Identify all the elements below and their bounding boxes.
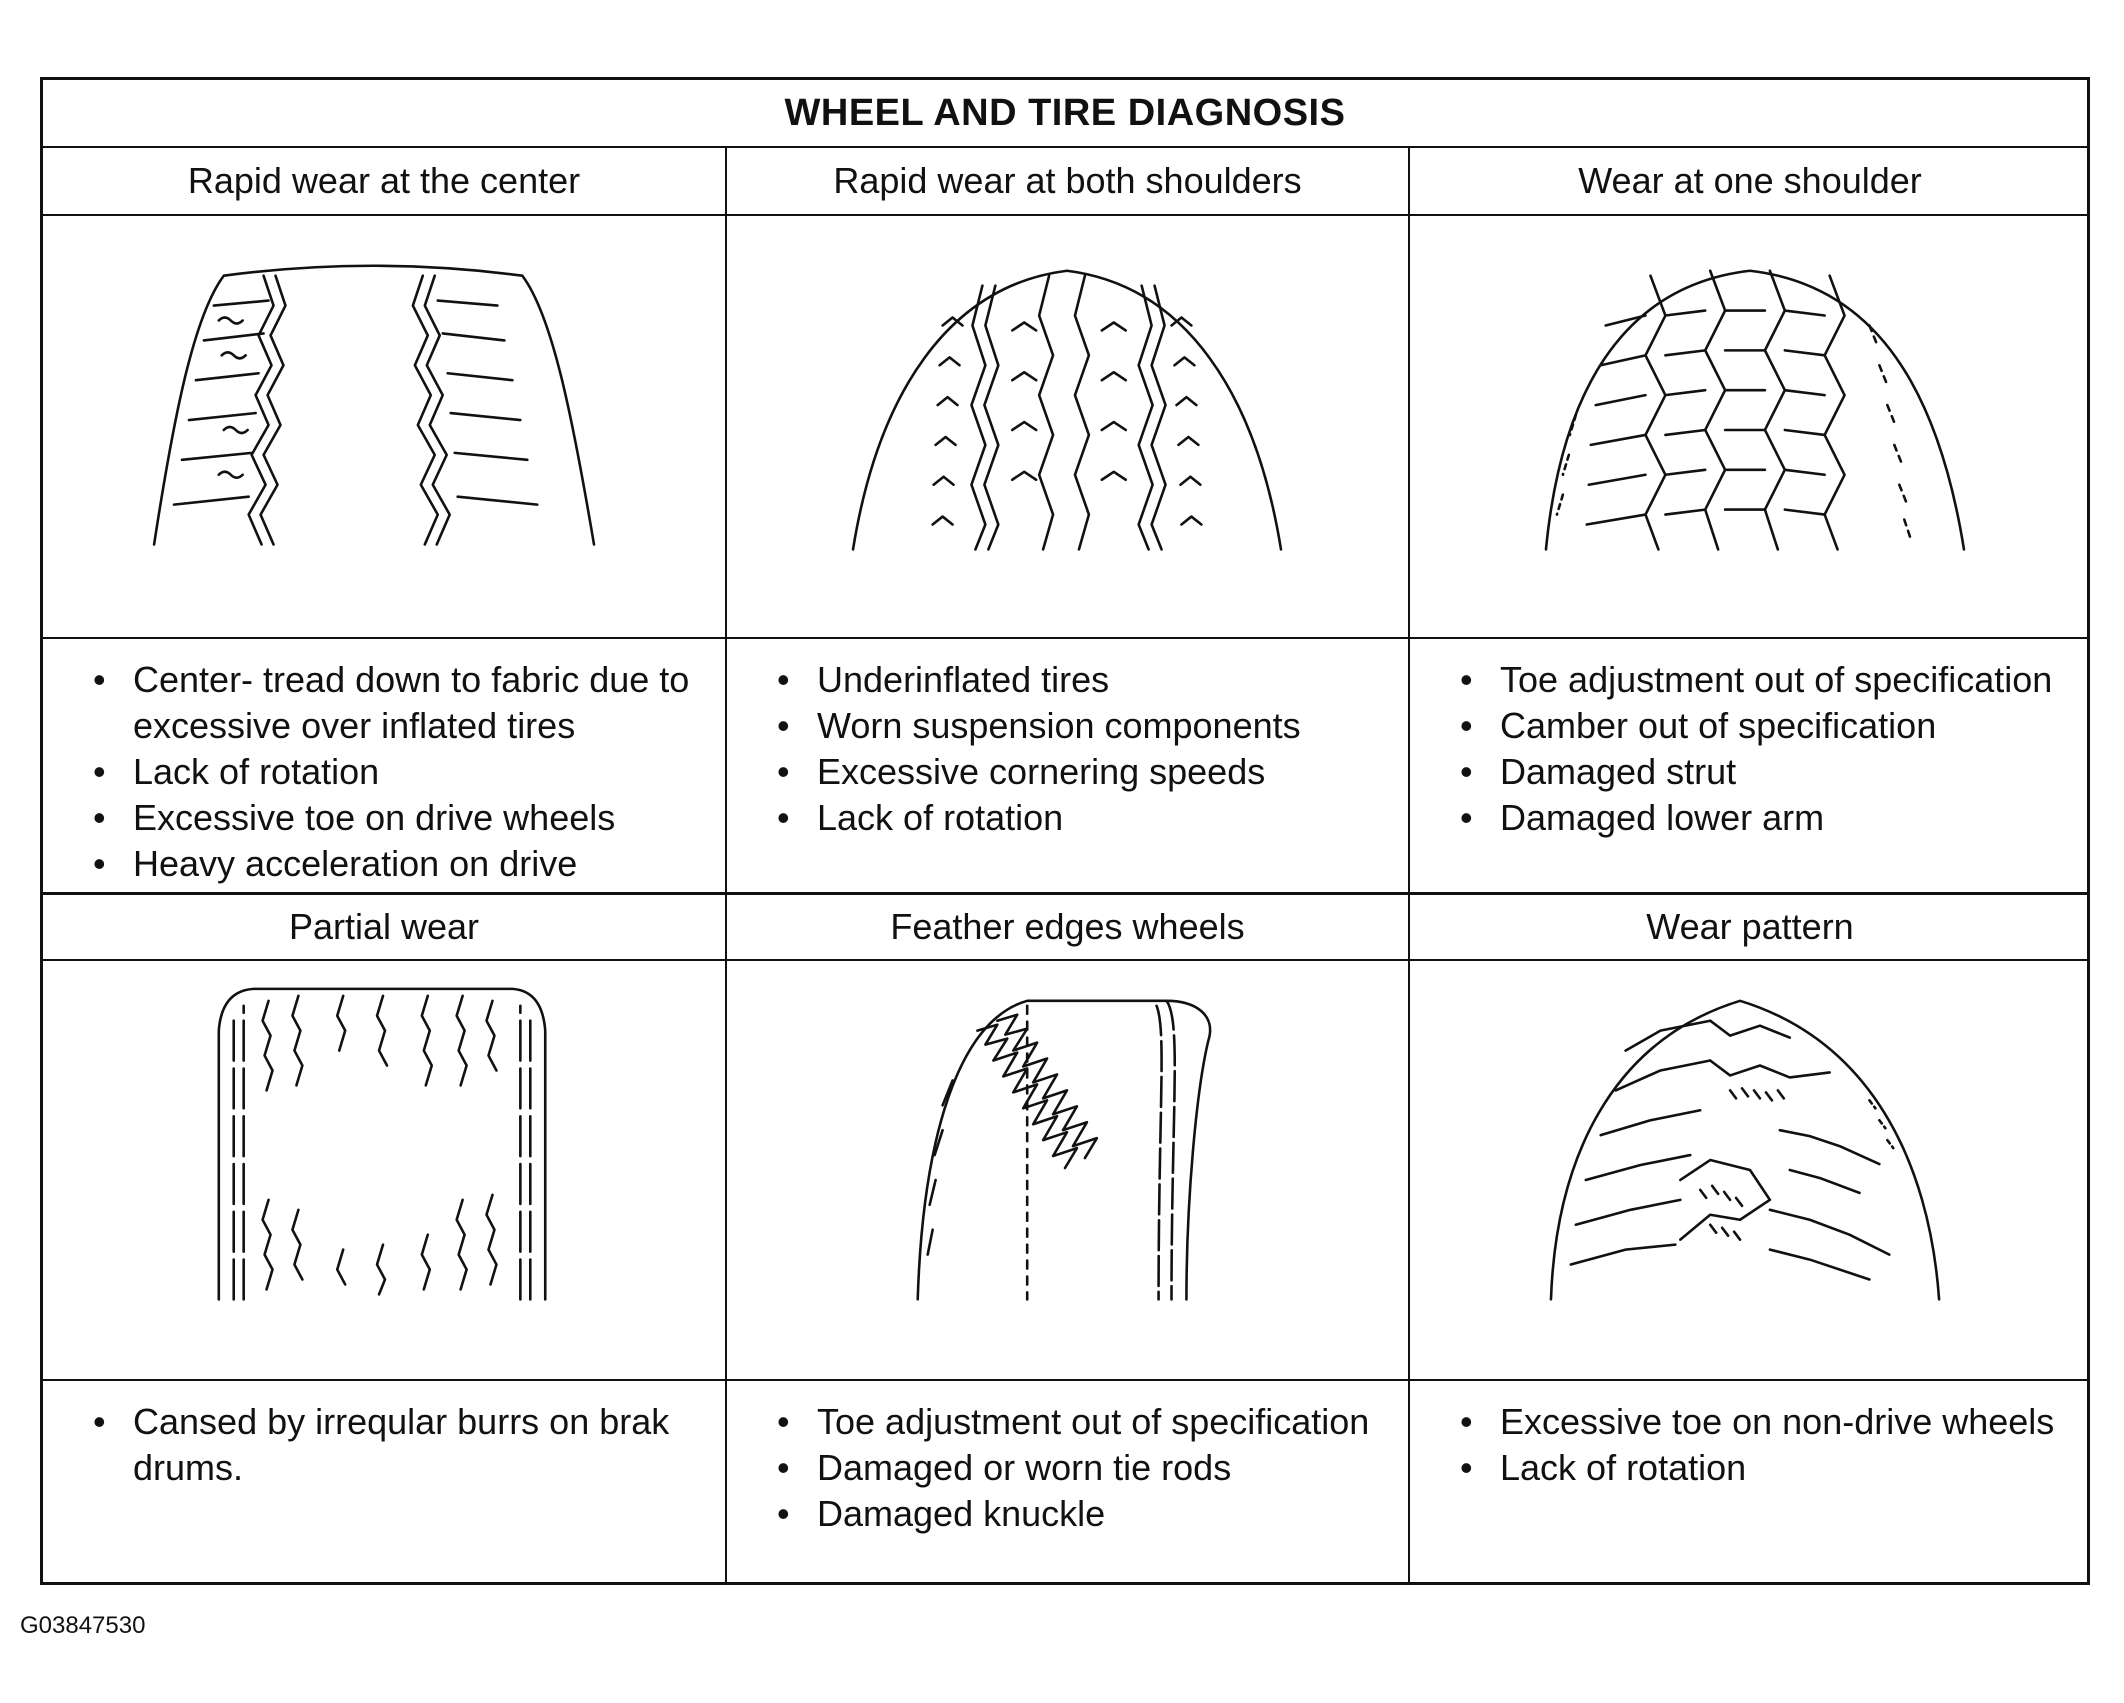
row-divider	[43, 892, 2087, 895]
cause-item: Toe adjustment out of specification	[777, 1399, 1390, 1445]
cause-item: Damaged lower arm	[1460, 795, 2072, 841]
cause-item: Lack of rotation	[1460, 1445, 2072, 1491]
cause-item: Excessive toe on drive wheels	[93, 795, 707, 841]
tire-one-shoulder-wear-icon	[1410, 216, 2090, 639]
tire-feather-edge-icon	[727, 961, 1408, 1381]
chart-title: WHEEL AND TIRE DIAGNOSIS	[43, 80, 2087, 148]
cell-causes: Excessive toe on non-drive wheels Lack o…	[1410, 1381, 2090, 1585]
tire-partial-wear-icon	[43, 961, 725, 1381]
cell-causes: Underinflated tires Worn suspension comp…	[727, 639, 1408, 892]
cell-causes: Toe adjustment out of specification Dama…	[727, 1381, 1408, 1585]
tire-wear-pattern-icon	[1410, 961, 2090, 1381]
cause-item: Center- tread down to fabric due to exce…	[93, 657, 707, 749]
cause-item: Toe adjustment out of specification	[1460, 657, 2072, 703]
figure-code: G03847530	[20, 1612, 146, 1639]
diagnosis-chart: WHEEL AND TIRE DIAGNOSIS Rapid wear at t…	[40, 77, 2090, 1585]
tire-center-wear-icon	[43, 216, 725, 639]
cause-item: Damaged knuckle	[777, 1491, 1390, 1537]
cell-causes: Toe adjustment out of specification Camb…	[1410, 639, 2090, 892]
cell-heading: Wear at one shoulder	[1410, 148, 2090, 216]
cause-item: Damaged or worn tie rods	[777, 1445, 1390, 1491]
cause-item: Worn suspension components	[777, 703, 1390, 749]
cell-heading: Wear pattern	[1410, 895, 2090, 961]
cell-heading: Rapid wear at the center	[43, 148, 725, 216]
cause-item: Damaged strut	[1460, 749, 2072, 795]
cause-item: Lack of rotation	[777, 795, 1390, 841]
cause-item: Excessive toe on non-drive wheels	[1460, 1399, 2072, 1445]
cause-item: Underinflated tires	[777, 657, 1390, 703]
tire-shoulder-wear-icon	[727, 216, 1408, 639]
cell-heading: Feather edges wheels	[727, 895, 1408, 961]
cell-causes: Cansed by irreqular burrs on brak drums.	[43, 1381, 725, 1585]
cell-heading: Partial wear	[43, 895, 725, 961]
cell-causes: Center- tread down to fabric due to exce…	[43, 639, 725, 892]
cause-item: Lack of rotation	[93, 749, 707, 795]
cause-item: Excessive cornering speeds	[777, 749, 1390, 795]
cause-item: Heavy acceleration on drive	[93, 841, 707, 887]
cell-heading: Rapid wear at both shoulders	[727, 148, 1408, 216]
cause-item: Camber out of specification	[1460, 703, 2072, 749]
column-divider	[1408, 148, 1410, 1585]
cause-item: Cansed by irreqular burrs on brak drums.	[93, 1399, 707, 1491]
column-divider	[725, 148, 727, 1585]
